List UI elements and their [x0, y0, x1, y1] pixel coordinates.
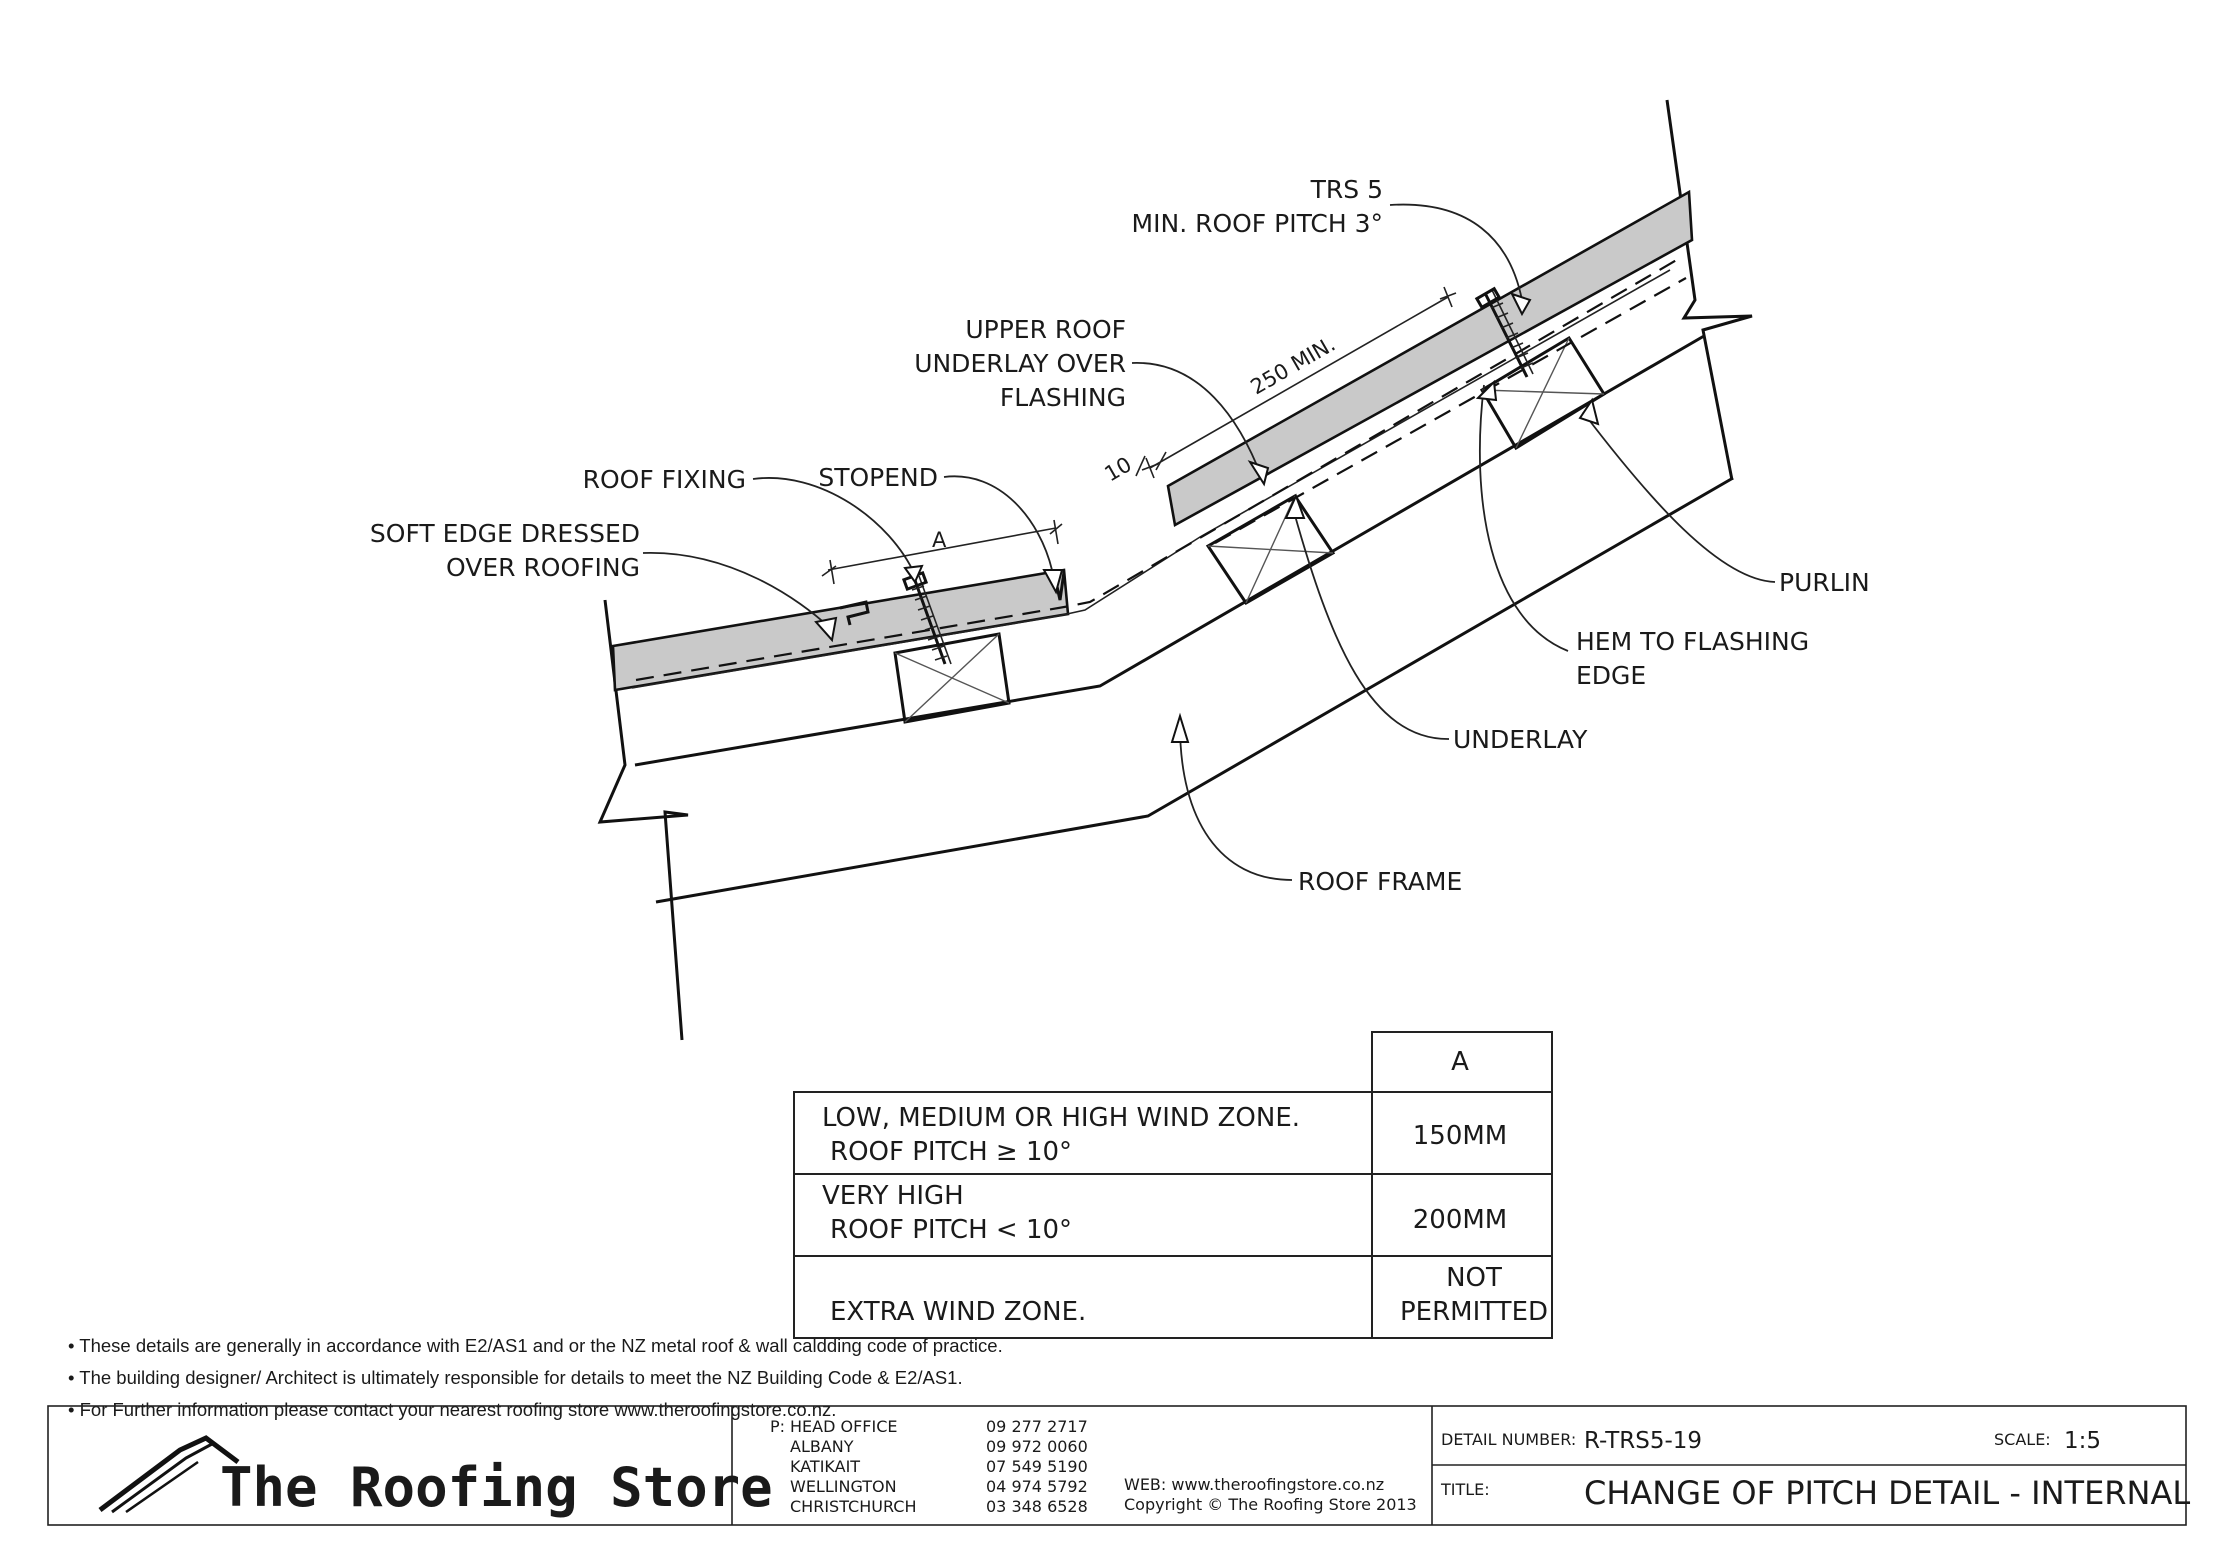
lower-purlin: [893, 632, 1011, 724]
office-4-name: CHRISTCHURCH: [790, 1497, 916, 1516]
upper-roof-fixing-screw: [1474, 286, 1534, 378]
section-drawing: A 250 MIN. 10: [370, 99, 1870, 1041]
arrow-roof-fixing: [903, 564, 924, 585]
leader-hem: [1479, 384, 1569, 652]
roof-frame-bottom-line: [655, 476, 1734, 904]
table-row-2-line-1: VERY HIGH: [822, 1181, 964, 1211]
arrow-roof-frame: [1170, 712, 1190, 743]
label-underlay: UNDERLAY: [1453, 725, 1588, 754]
detail-number: R-TRS5-19: [1584, 1428, 1702, 1454]
table-row-3: [793, 1255, 1553, 1339]
title-block: The Roofing Store P: HEAD OFFICE ALBANY …: [47, 1405, 2190, 1526]
label-purlin: PURLIN: [1779, 568, 1870, 597]
leader-stopend: [943, 475, 1053, 571]
arrow-trs5: [1510, 292, 1532, 317]
table-row-1-line-2: ROOF PITCH ≥ 10°: [830, 1137, 1072, 1167]
left-break-line: [597, 599, 689, 1041]
table-row-1-value: 150MM: [1413, 1121, 1508, 1151]
upper-purlin: [1479, 335, 1607, 451]
soft-edge-clip: [839, 600, 870, 626]
office-2-phone: 07 549 5190: [986, 1457, 1088, 1476]
roof-frame-top-line: [634, 334, 1705, 767]
label-flashing: FLASHING: [1000, 383, 1126, 412]
dimension-250-min-label: 250 MIN.: [1247, 332, 1340, 400]
detail-number-label: DETAIL NUMBER:: [1441, 1430, 1576, 1449]
leader-underlay: [1293, 511, 1450, 740]
label-underlay-over: UNDERLAY OVER: [914, 349, 1126, 378]
label-stopend: STOPEND: [818, 463, 938, 492]
phone-prefix: P:: [770, 1417, 785, 1436]
label-hem-to-flashing: HEM TO FLASHING: [1576, 627, 1809, 656]
arrow-soft-edge: [814, 616, 838, 643]
copyright: Copyright © The Roofing Store 2013: [1124, 1495, 1417, 1514]
note-2: • The building designer/ Architect is ul…: [68, 1367, 963, 1388]
arrow-purlin: [1578, 397, 1600, 426]
leader-upper-roof-underlay: [1131, 362, 1263, 479]
upper-roofing-sheet: [1166, 189, 1694, 528]
table-row-3-value-1: NOT: [1446, 1263, 1502, 1293]
note-3: • For Further information please contact…: [68, 1399, 836, 1420]
arrow-underlay: [1284, 493, 1306, 519]
arrow-stopend: [1042, 569, 1064, 595]
label-upper-roof: UPPER ROOF: [965, 315, 1126, 344]
underlay-upper-dashed-line: [1214, 277, 1687, 544]
arrow-upper-roof-underlay: [1247, 460, 1270, 487]
scale-label: SCALE:: [1994, 1430, 2051, 1449]
office-0-name: HEAD OFFICE: [790, 1417, 898, 1436]
leader-roof-fixing: [752, 477, 916, 576]
table-row-3-value-2: PERMITTED: [1400, 1297, 1548, 1327]
office-3-name: WELLINGTON: [790, 1477, 897, 1496]
table-row-2-line-2: ROOF PITCH < 10°: [830, 1215, 1072, 1245]
label-roof-fixing: ROOF FIXING: [583, 465, 746, 494]
office-0-phone: 09 277 2717: [986, 1417, 1088, 1436]
flashing-line: [631, 269, 1671, 689]
title-label: TITLE:: [1440, 1480, 1490, 1499]
table-row-2-value: 200MM: [1413, 1205, 1508, 1235]
table-row-1-line-1: LOW, MEDIUM OR HIGH WIND ZONE.: [822, 1103, 1300, 1133]
leader-roof-frame: [1179, 724, 1293, 881]
web-address: WEB: www.theroofingstore.co.nz: [1124, 1475, 1384, 1494]
label-roof-frame: ROOF FRAME: [1298, 867, 1462, 896]
office-4-phone: 03 348 6528: [986, 1497, 1088, 1516]
office-1-phone: 09 972 0060: [986, 1437, 1088, 1456]
dimension-a: A: [821, 519, 1063, 585]
table-row-3-line-2: EXTRA WIND ZONE.: [830, 1297, 1086, 1327]
logo-text: The Roofing Store: [220, 1456, 773, 1519]
table-header-a: A: [1451, 1047, 1469, 1077]
office-2-name: KATIKAIT: [790, 1457, 860, 1476]
drawing-title: CHANGE OF PITCH DETAIL - INTERNAL: [1584, 1474, 2190, 1512]
company-logo: The Roofing Store: [98, 1435, 773, 1519]
leader-purlin: [1582, 411, 1776, 583]
label-soft-edge-dressed: SOFT EDGE DRESSED: [370, 519, 640, 548]
office-1-name: ALBANY: [790, 1437, 854, 1456]
label-edge: EDGE: [1576, 661, 1646, 690]
dimension-10-label: 10: [1101, 452, 1136, 486]
dimension-10: 10: [1101, 451, 1167, 486]
right-break-line: [1665, 99, 1753, 481]
leader-trs5: [1389, 203, 1523, 301]
note-1: • These details are generally in accorda…: [68, 1335, 1003, 1356]
label-over-roofing: OVER ROOFING: [446, 553, 640, 582]
office-3-phone: 04 974 5792: [986, 1477, 1088, 1496]
arrow-hem: [1475, 379, 1498, 402]
wind-zone-table: A LOW, MEDIUM OR HIGH WIND ZONE. ROOF PI…: [793, 1031, 1553, 1339]
label-trs5: TRS 5: [1310, 175, 1383, 204]
dimension-a-label: A: [932, 528, 947, 552]
scale-value: 1:5: [2064, 1428, 2101, 1454]
general-notes: • These details are generally in accorda…: [68, 1335, 1003, 1420]
label-min-roof-pitch: MIN. ROOF PITCH 3°: [1132, 209, 1383, 238]
leader-soft-edge: [642, 552, 831, 629]
